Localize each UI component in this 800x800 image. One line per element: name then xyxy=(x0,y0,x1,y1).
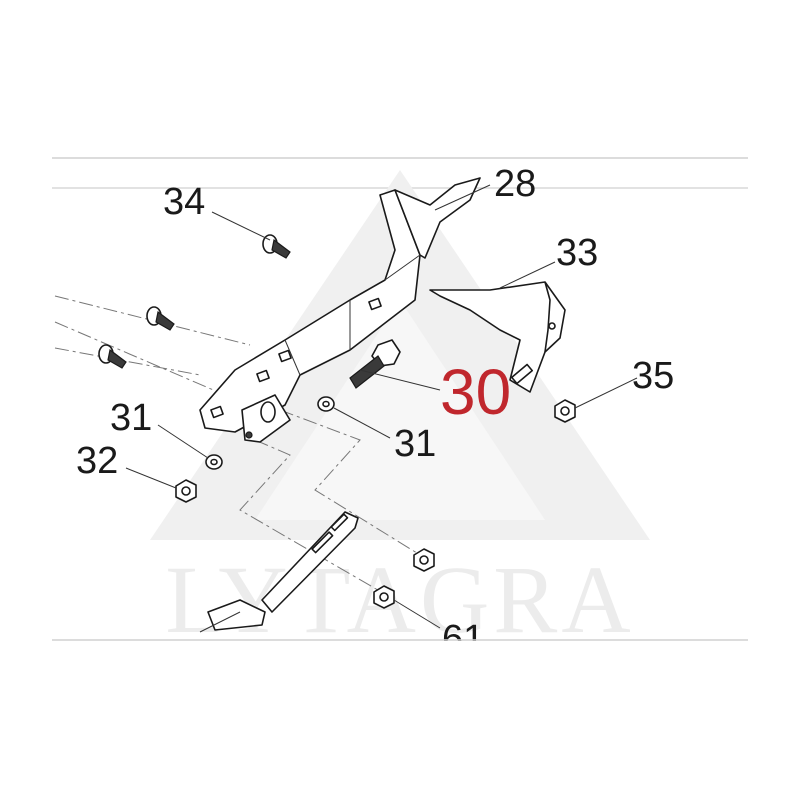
washer-31-left-hole xyxy=(210,458,218,466)
callout-35: 35 xyxy=(632,355,674,397)
lower-support-bracket xyxy=(207,511,359,631)
callout-34: 34 xyxy=(163,181,205,223)
callout-33: 33 xyxy=(556,232,598,274)
hex-nut-upper-61 xyxy=(413,548,435,572)
callout-31-left: 31 xyxy=(110,397,152,439)
leader-lines xyxy=(125,184,638,633)
callout-31-right: 31 xyxy=(394,423,436,465)
crop-mask-bottom xyxy=(0,641,800,800)
mounting-block xyxy=(241,394,291,443)
callout-30: 30 xyxy=(440,356,511,428)
washer-31-right-hole xyxy=(322,400,330,408)
callout-28: 28 xyxy=(494,163,536,205)
shield-bracket-33 xyxy=(429,281,566,393)
watermark-logo: LYTAGRA xyxy=(150,170,650,653)
watermark-triangle-inner xyxy=(255,300,545,520)
hex-nut-32 xyxy=(175,479,197,503)
carriage-bolt-upper xyxy=(146,306,175,331)
carriage-bolt-34 xyxy=(262,234,291,259)
hex-nut-61 xyxy=(373,585,395,609)
hex-nut-35 xyxy=(554,399,576,423)
callout-32: 32 xyxy=(76,440,118,482)
main-bracket xyxy=(199,177,481,433)
carriage-bolt-lower xyxy=(98,344,127,369)
watermark-text: LYTAGRA xyxy=(165,546,634,653)
crop-mask-top xyxy=(0,0,800,157)
